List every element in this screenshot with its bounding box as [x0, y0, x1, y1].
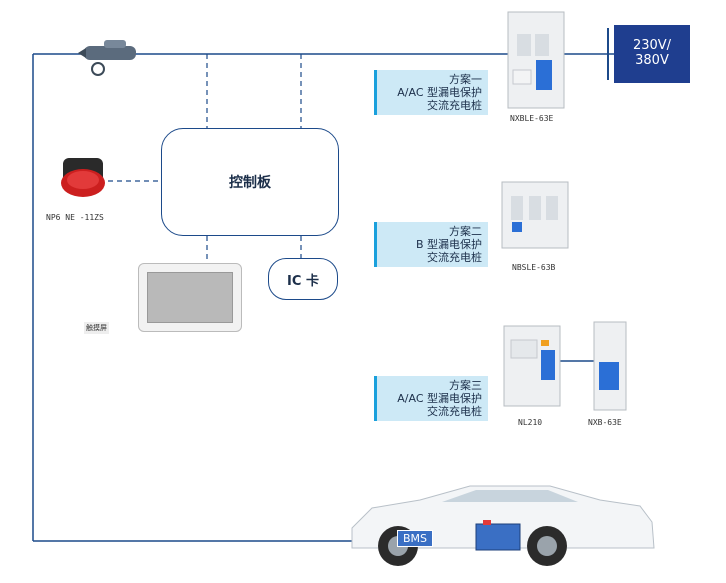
electric-car-icon: [351, 485, 655, 566]
scheme-2-title: 方案二: [449, 225, 482, 238]
touch-screen: [138, 263, 242, 332]
scheme-1-type: 交流充电桩: [427, 99, 482, 112]
voltage-line2: 380V: [635, 53, 669, 68]
scheme-1-title: 方案一: [449, 73, 482, 86]
breaker-nl210-icon: [503, 325, 561, 407]
scheme-2-protection: B 型漏电保护: [415, 238, 482, 251]
emergency-stop-model: NP6 NE -11ZS: [46, 213, 104, 222]
scheme-3-label: 方案三 A/AC 型漏电保护 交流充电桩: [374, 376, 488, 421]
breaker-nxb-63e-icon: [593, 321, 627, 411]
scheme-2-model: NBSLE-63B: [512, 263, 556, 272]
scheme-3-protection: A/AC 型漏电保护: [397, 392, 482, 405]
scheme-3-model-b: NXB-63E: [588, 418, 622, 427]
charging-plug-icon: [78, 40, 136, 76]
emergency-stop-icon: [61, 158, 105, 197]
breaker-nxble-63e-icon: [507, 11, 565, 109]
controller-board: 控制板: [161, 128, 339, 236]
scheme-3-model-a: NL210: [518, 418, 543, 427]
scheme-3-type: 交流充电桩: [427, 405, 482, 418]
scheme-1-model: NXBLE-63E: [510, 114, 554, 123]
breaker-nbsle-63b-icon: [501, 181, 569, 249]
scheme-2-type: 交流充电桩: [427, 251, 482, 264]
ic-card-reader: IC 卡: [268, 258, 338, 300]
ic-card-label: IC 卡: [287, 273, 319, 289]
scheme-2-label: 方案二 B 型漏电保护 交流充电桩: [374, 222, 488, 267]
scheme-1-protection: A/AC 型漏电保护: [397, 86, 482, 99]
controller-label: 控制板: [229, 175, 271, 191]
touch-screen-label: 触摸屏: [84, 322, 109, 334]
voltage-line1: 230V/: [632, 38, 672, 53]
touch-screen-display: [147, 272, 233, 323]
scheme-3-title: 方案三: [449, 379, 482, 392]
supply-voltage-box: 230V/ 380V: [614, 25, 690, 83]
scheme-1-label: 方案一 A/AC 型漏电保护 交流充电桩: [374, 70, 488, 115]
bms-label: BMS: [397, 530, 434, 547]
